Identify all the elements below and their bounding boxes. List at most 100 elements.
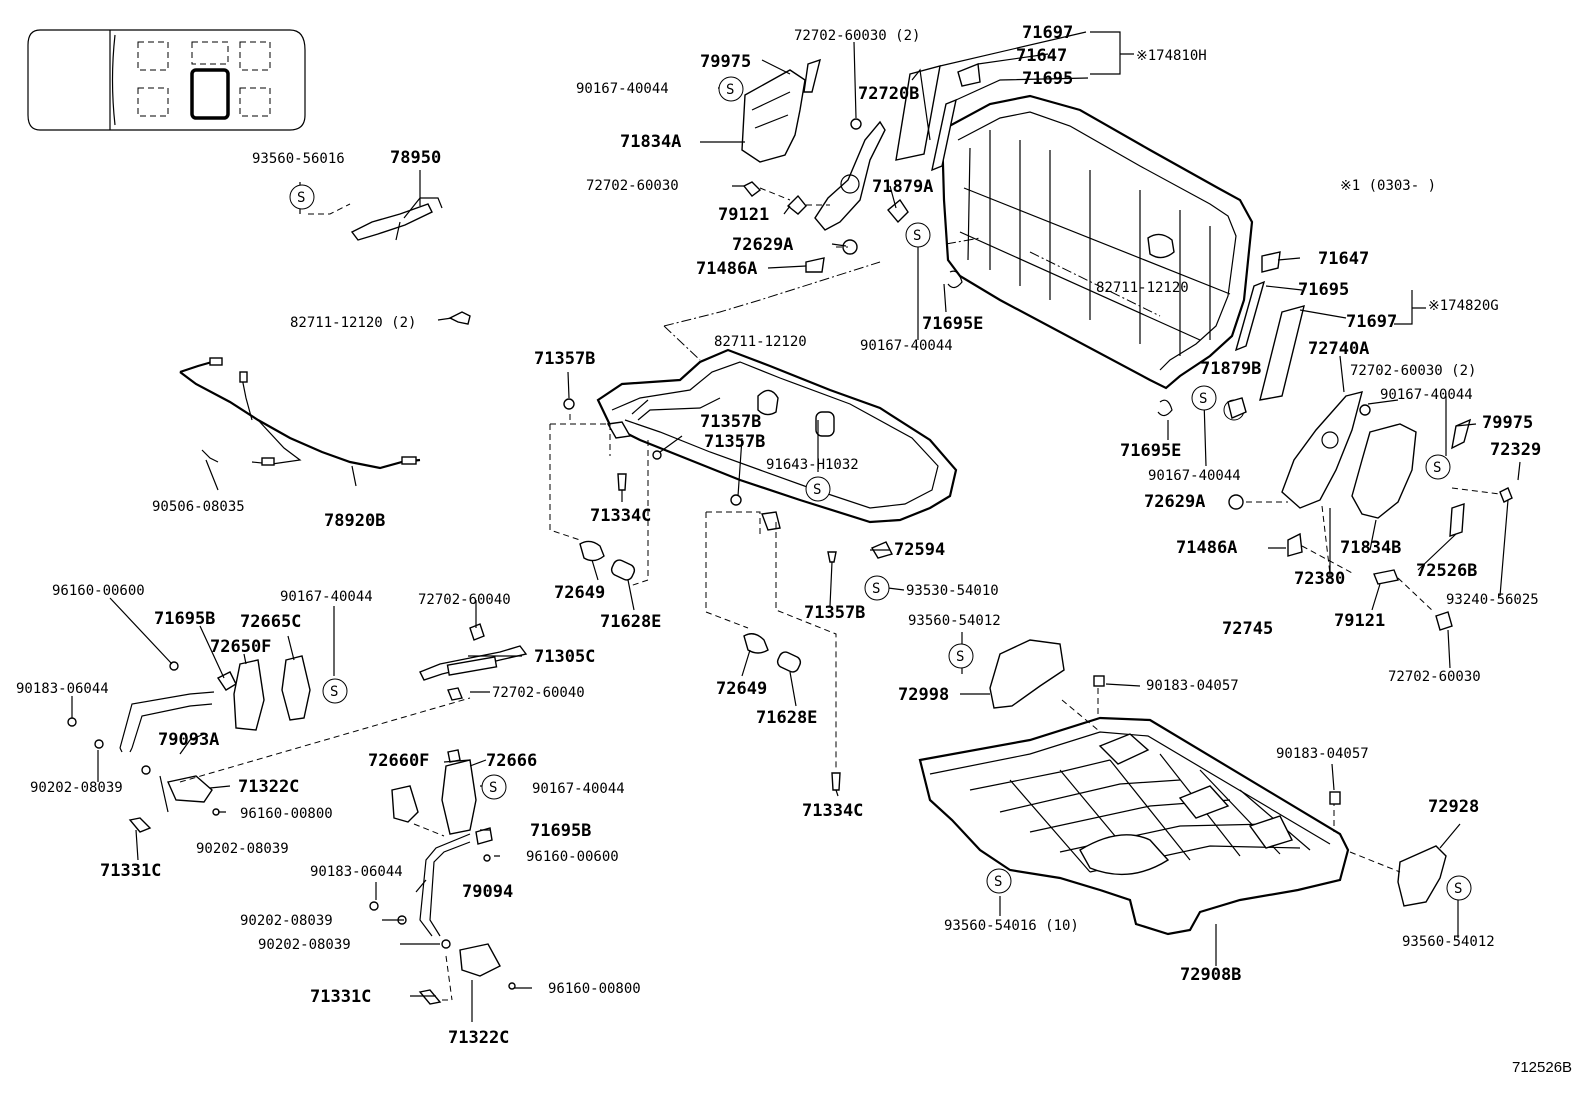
- label-72702-60030-left: 72702-60030: [586, 178, 679, 194]
- label-72702-60030-2-top: 72702-60030 (2): [794, 28, 920, 44]
- svg-text:S: S: [813, 482, 821, 498]
- label-72720B: 72720B: [858, 84, 919, 104]
- s-mark: S: [864, 575, 890, 601]
- s-mark: S: [986, 868, 1012, 894]
- leader-lines: [71, 31, 1521, 1022]
- label-90167-40044-top-left: 90167-40044: [576, 81, 669, 97]
- label-96160-00600-bottom: 96160-00600: [526, 849, 619, 865]
- svg-text:S: S: [1454, 881, 1462, 897]
- label-90202-08039-c: 90202-08039: [240, 913, 333, 929]
- lower-lever-linkage: [369, 749, 516, 1005]
- label-range-note: ※1 (0303- ): [1340, 178, 1436, 194]
- damper-71305C: [419, 623, 528, 701]
- label-71879A: 71879A: [872, 177, 933, 197]
- label-71334C-2: 71334C: [802, 801, 863, 821]
- svg-text:S: S: [330, 684, 338, 700]
- label-90506-08035: 90506-08035: [152, 499, 245, 515]
- left-lever-linkage: [67, 655, 471, 833]
- label-93560-54016-10: 93560-54016 (10): [944, 918, 1079, 934]
- label-90202-08039-a: 90202-08039: [30, 780, 123, 796]
- label-71695-top: 71695: [1022, 69, 1073, 89]
- seatback-trim-strips-right: [1234, 251, 1305, 401]
- label-72928: 72928: [1428, 797, 1479, 817]
- cushion-frame-fasteners: [549, 398, 841, 791]
- label-72526B: 72526B: [1416, 561, 1477, 581]
- label-82711-12120-right: 82711-12120: [1096, 280, 1189, 296]
- label-71697-right: 71697: [1346, 312, 1397, 332]
- label-72702-60030-2-right: 72702-60030 (2): [1350, 363, 1476, 379]
- label-90183-06044-bottom: 90183-06044: [310, 864, 403, 880]
- label-71695-right: 71695: [1298, 280, 1349, 300]
- label-90183-04057-a: 90183-04057: [1146, 678, 1239, 694]
- s-marks: S S S S S S S S S S S S: [289, 76, 1472, 901]
- label-72702-60040-top: 72702-60040: [418, 592, 511, 608]
- s-mark: S: [1446, 875, 1472, 901]
- label-71334C-1: 71334C: [590, 506, 651, 526]
- s-mark: S: [905, 222, 931, 248]
- label-72702-60040-bottom: 72702-60040: [492, 685, 585, 701]
- label-71357B-4: 71357B: [804, 603, 865, 623]
- label-71647-top: 71647: [1016, 46, 1067, 66]
- label-96160-00800-top: 96160-00800: [240, 806, 333, 822]
- label-71695B-bottom: 71695B: [530, 821, 591, 841]
- label-71628E-2: 71628E: [756, 708, 817, 728]
- label-71834A: 71834A: [620, 132, 681, 152]
- label-71695E-right: 71695E: [1120, 441, 1181, 461]
- s-mark: S: [718, 76, 744, 102]
- label-71357B-3: 71357B: [704, 432, 765, 452]
- diagram-id: 712526B: [1512, 1059, 1572, 1076]
- label-90167-40044-right: 90167-40044: [1380, 387, 1473, 403]
- label-93240-56025: 93240-56025: [1446, 592, 1539, 608]
- s-mark: S: [1425, 454, 1451, 480]
- svg-text:S: S: [913, 228, 921, 244]
- left-recliner-assembly: [741, 58, 909, 273]
- seatback-trim-strips-left: [895, 31, 1089, 172]
- label-93560-56016: 93560-56016: [252, 151, 345, 167]
- s-mark: S: [289, 184, 315, 210]
- label-72908B: 72908B: [1180, 965, 1241, 985]
- label-72649-2: 72649: [716, 679, 767, 699]
- label-79975-right: 79975: [1482, 413, 1533, 433]
- label-90183-04057-b: 90183-04057: [1276, 746, 1369, 762]
- label-72665C: 72665C: [240, 612, 301, 632]
- svg-text:S: S: [726, 82, 734, 98]
- svg-text:S: S: [1199, 391, 1207, 407]
- seatback-frame: [940, 94, 1254, 390]
- label-72594: 72594: [894, 540, 945, 560]
- label-71695E-left: 71695E: [922, 314, 983, 334]
- right-recliner-assembly: [947, 270, 1513, 631]
- label-72745: 72745: [1222, 619, 1273, 639]
- svg-text:S: S: [994, 874, 1002, 890]
- seat-pan-72908B: [918, 688, 1350, 936]
- label-71331C-bottom: 71331C: [310, 987, 371, 1007]
- svg-text:S: S: [872, 581, 880, 597]
- label-71647-right: 71647: [1318, 249, 1369, 269]
- label-71628E-1: 71628E: [600, 612, 661, 632]
- label-90167-40044-center-left: 90167-40044: [860, 338, 953, 354]
- part-labels: 79975 90167-40044 71834A 72702-60030 (2)…: [16, 23, 1572, 1076]
- svg-text:S: S: [956, 649, 964, 665]
- label-82711-12120-center: 82711-12120: [714, 334, 807, 350]
- label-72998: 72998: [898, 685, 949, 705]
- label-79093A: 79093A: [158, 730, 219, 750]
- hinge-covers: [989, 639, 1447, 907]
- label-90202-08039-d: 90202-08039: [258, 937, 351, 953]
- label-72702-60030-right: 72702-60030: [1388, 669, 1481, 685]
- s-mark: S: [805, 476, 831, 502]
- label-71486A-left: 71486A: [696, 259, 757, 279]
- label-71486A-right: 71486A: [1176, 538, 1237, 558]
- label-72660F: 72660F: [368, 751, 429, 771]
- label-71322C-bottom: 71322C: [448, 1028, 509, 1048]
- label-71357B-1: 71357B: [534, 349, 595, 369]
- label-90202-08039-b: 90202-08039: [196, 841, 289, 857]
- label-79975-left: 79975: [700, 52, 751, 72]
- label-96160-00800-bottom: 96160-00800: [548, 981, 641, 997]
- label-90183-06044-left: 90183-06044: [16, 681, 109, 697]
- label-78920B: 78920B: [324, 511, 385, 531]
- label-72649-1: 72649: [554, 583, 605, 603]
- strap-78950: [308, 197, 443, 241]
- label-93530-54010: 93530-54010: [906, 583, 999, 599]
- label-kit-174820G: ※174820G: [1428, 298, 1499, 314]
- label-82711-12120-2: 82711-12120 (2): [290, 315, 416, 331]
